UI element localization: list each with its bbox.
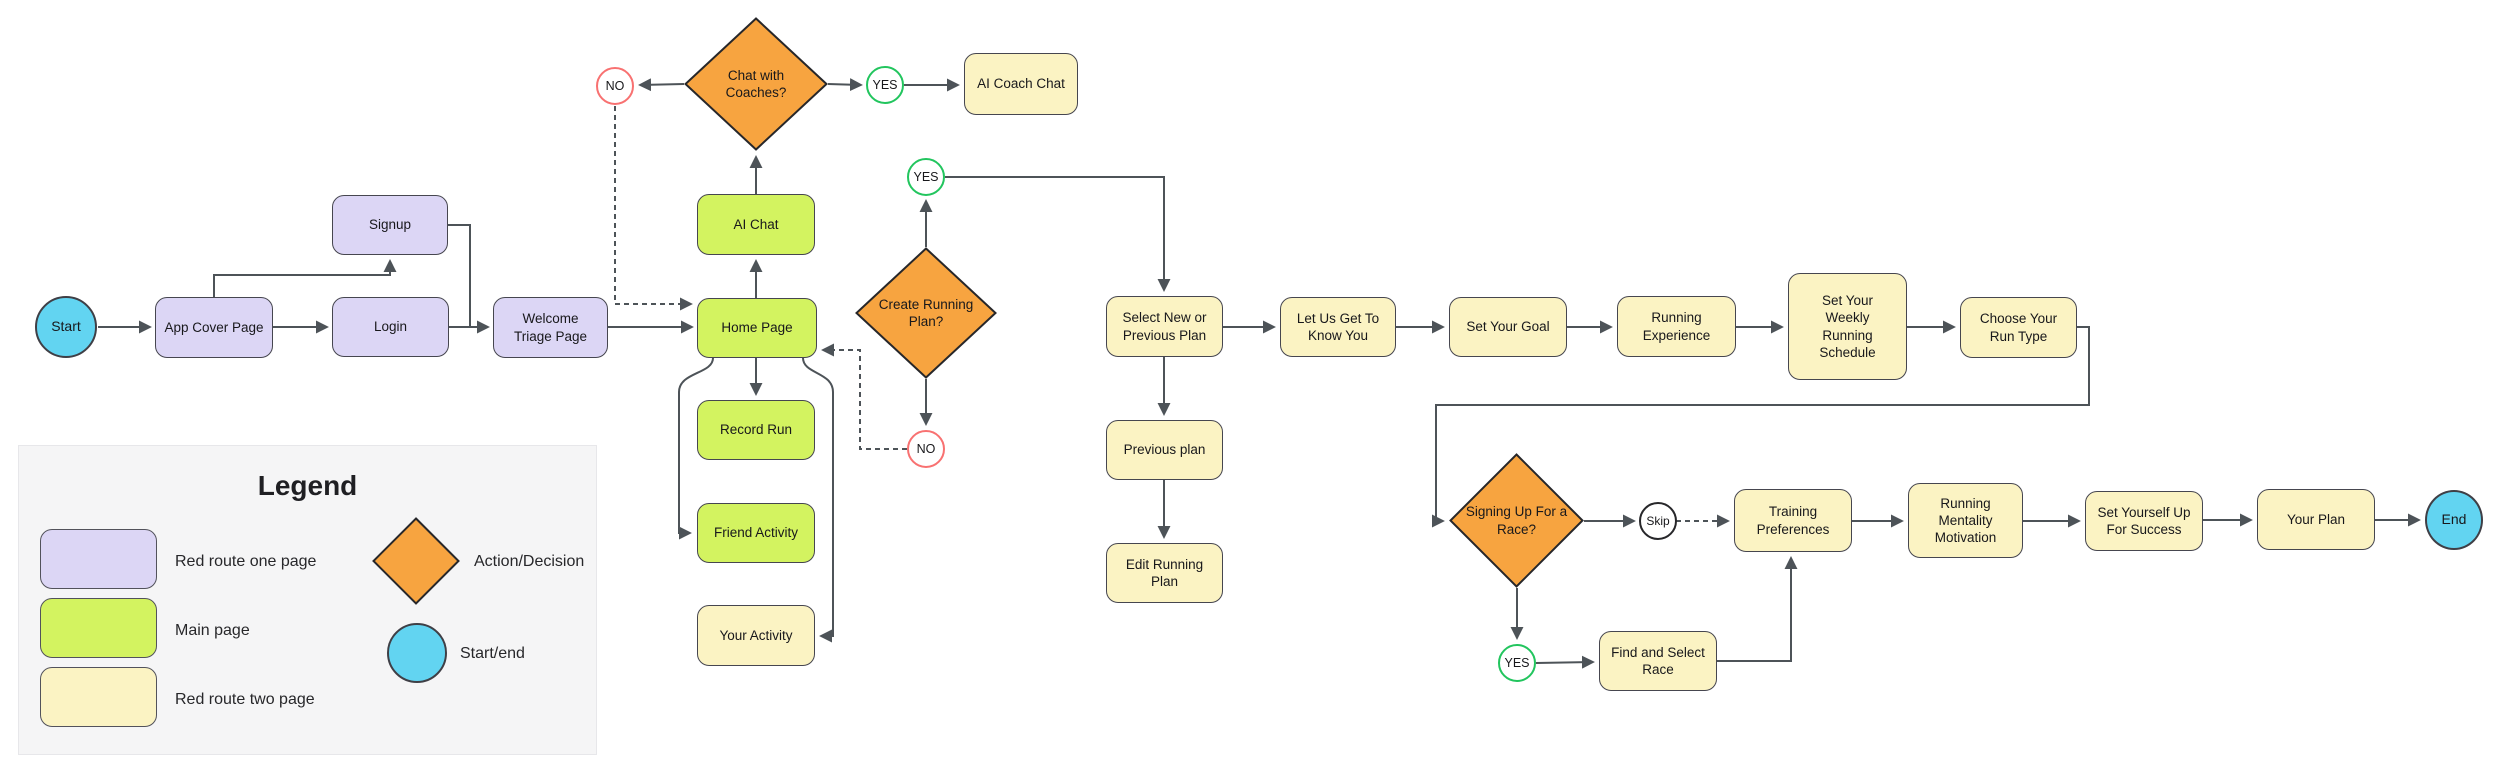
legend-panel: Legend Red route one page Main page Red … [18,445,597,755]
badge-label: YES [1504,656,1530,670]
badge-skip-race[interactable]: Skip [1639,502,1677,540]
node-label: Record Run [719,422,793,438]
badge-no-chat-coaches[interactable]: NO [596,67,634,105]
node-label: Training Preferences [1756,504,1830,537]
node-label: Your Plan [2286,511,2346,527]
legend-swatch-route-one [40,529,157,589]
node-set-your-goal[interactable]: Set Your Goal [1449,297,1567,357]
legend-swatch-route-two [40,667,157,727]
node-label: Choose Your Run Type [1979,311,2058,344]
node-record-run[interactable]: Record Run [697,400,815,460]
node-label: Running Mentality Motivation [1934,495,1997,546]
edge-chatcoaches-yes [827,78,863,92]
edge-findrace-trainingpref [1717,556,1798,662]
node-ai-chat[interactable]: AI Chat [697,194,815,255]
node-ai-coach-chat[interactable]: AI Coach Chat [964,53,1078,115]
node-label: Welcome Triage Page [513,311,588,344]
legend-label-route-two: Red route two page [175,691,315,708]
edge-no-chat-home [614,106,693,311]
edge-appcover-signup [213,259,397,297]
node-label: Let Us Get To Know You [1296,310,1380,343]
edge-home-youractivity [802,357,834,643]
legend-title: Legend [257,470,358,501]
diamond-shape [684,17,828,151]
legend-swatch-main-page [40,598,157,658]
diamond-shape [1449,453,1584,588]
node-previous-plan[interactable]: Previous plan [1106,420,1223,480]
node-label: Login [373,319,408,335]
node-create-running-plan-decision[interactable]: Create Running Plan? [855,247,997,379]
edge-yes-findrace [1535,655,1595,669]
node-your-plan[interactable]: Your Plan [2257,489,2375,550]
node-label: Select New or Previous Plan [1122,310,1207,343]
node-running-mentality-motivation[interactable]: Running Mentality Motivation [1908,483,2023,558]
node-app-cover-page[interactable]: App Cover Page [155,297,273,358]
node-edit-running-plan[interactable]: Edit Running Plan [1106,543,1223,603]
node-label: Your Activity [719,627,793,643]
badge-yes-race[interactable]: YES [1498,644,1536,682]
edge-chatcoaches-no [638,78,685,92]
legend-diamond-icon [372,517,460,605]
badge-label: Skip [1646,514,1670,528]
node-label: Set Your Goal [1466,319,1550,335]
node-set-yourself-up-for-success[interactable]: Set Yourself Up For Success [2085,491,2203,551]
node-label: Signup [368,217,412,233]
edge-signup-join [448,224,471,326]
node-label: Create Running Plan? [878,296,974,329]
badge-yes-chat-coaches[interactable]: YES [866,66,904,104]
node-let-us-get-to-know-you[interactable]: Let Us Get To Know You [1280,297,1396,357]
node-label: Start [51,318,81,335]
legend-label-main-page: Main page [175,622,250,639]
node-training-preferences[interactable]: Training Preferences [1734,489,1852,552]
legend-label-start-end: Start/end [460,645,525,662]
node-chat-with-coaches-decision[interactable]: Chat with Coaches? [684,17,828,151]
badge-label: NO [605,79,625,93]
node-select-new-or-previous-plan[interactable]: Select New or Previous Plan [1106,296,1223,357]
node-signing-up-race-decision[interactable]: Signing Up For a Race? [1449,453,1584,588]
node-label: Find and Select Race [1611,644,1705,677]
node-label: End [2441,511,2467,528]
legend-circle-icon [387,623,447,683]
node-find-and-select-race[interactable]: Find and Select Race [1599,631,1717,691]
node-login[interactable]: Login [332,297,449,357]
node-label: Previous plan [1123,442,1206,458]
node-label: Set Your Weekly Running Schedule [1819,292,1876,360]
node-welcome-triage-page[interactable]: Welcome Triage Page [493,297,608,358]
node-start[interactable]: Start [35,296,97,358]
badge-label: YES [872,78,898,92]
node-label: Home Page [721,320,793,336]
diamond-shape [855,247,997,379]
node-set-weekly-running-schedule[interactable]: Set Your Weekly Running Schedule [1788,273,1907,380]
node-signup[interactable]: Signup [332,195,448,255]
node-label: Set Yourself Up For Success [2097,504,2191,537]
node-label: AI Coach Chat [977,76,1065,92]
node-label: App Cover Page [164,319,264,335]
legend-label-action-decision: Action/Decision [474,553,585,570]
badge-label: NO [916,442,936,456]
node-label: Running Experience [1642,310,1711,343]
badge-no-create-plan[interactable]: NO [907,430,945,468]
node-choose-your-run-type[interactable]: Choose Your Run Type [1960,297,2077,358]
node-label: Signing Up For a Race? [1465,504,1568,537]
node-home-page[interactable]: Home Page [697,298,817,358]
node-running-experience[interactable]: Running Experience [1617,296,1736,357]
legend-label-route-one: Red route one page [175,553,317,570]
badge-label: YES [913,170,939,184]
node-label: Edit Running Plan [1125,556,1204,589]
node-friend-activity[interactable]: Friend Activity [697,503,815,563]
node-your-activity[interactable]: Your Activity [697,605,815,666]
badge-yes-create-plan[interactable]: YES [907,158,945,196]
node-label: Friend Activity [713,525,799,541]
node-label: Chat with Coaches? [725,67,787,100]
node-end[interactable]: End [2425,490,2483,550]
node-label: AI Chat [733,216,779,232]
